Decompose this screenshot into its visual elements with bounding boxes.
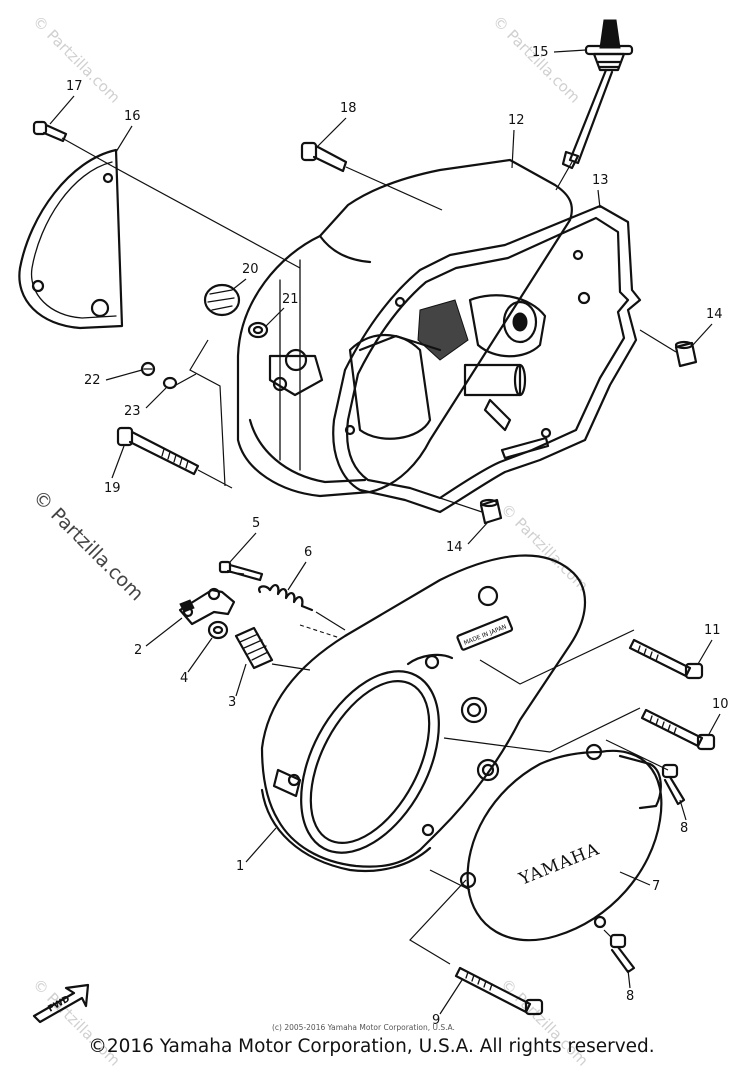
- background-watermarks: © Partzilla.com © Partzilla.com © Partzi…: [29, 12, 592, 1070]
- callout-2: 2: [134, 643, 142, 658]
- callout-7: 7: [652, 879, 660, 894]
- part-22-screw: [140, 361, 156, 377]
- callout-8b: 8: [626, 989, 634, 1004]
- callout-11: 11: [704, 623, 721, 638]
- part-23-washer: [162, 376, 178, 390]
- watermark-side: © Partzilla.com: [28, 486, 147, 605]
- callout-14a: 14: [706, 307, 723, 322]
- callout-6: 6: [304, 545, 312, 560]
- part-20-plug: [203, 283, 241, 317]
- callout-19: 19: [104, 481, 121, 496]
- callout-8a: 8: [680, 821, 688, 836]
- part-11-bolt: [628, 638, 704, 680]
- callout-20: 20: [242, 262, 259, 277]
- watermark-mid-right: © Partzilla.com: [497, 500, 592, 595]
- callout-5: 5: [252, 516, 260, 531]
- callout-1: 1: [236, 859, 244, 874]
- yamaha-brand-label: YAMAHA: [515, 839, 602, 890]
- callout-23: 23: [124, 404, 141, 419]
- part-8-screw-upper: [661, 763, 686, 806]
- callout-12: 12: [508, 113, 525, 128]
- part-4-washer: [207, 620, 229, 640]
- callout-4: 4: [180, 671, 188, 686]
- copyright-notice: ©2016 Yamaha Motor Corporation, U.S.A. A…: [88, 1036, 655, 1057]
- part-17-screw: [32, 120, 68, 143]
- lower-assembly-lines: [227, 571, 669, 965]
- part-18-bolt: [300, 141, 348, 173]
- upper-assembly-lines: [61, 137, 677, 513]
- callout-14b: 14: [446, 540, 463, 555]
- callout-21: 21: [282, 292, 299, 307]
- part-10-bolt: [640, 708, 716, 751]
- callout-22: 22: [84, 373, 101, 388]
- callout-13: 13: [592, 173, 609, 188]
- callout-9: 9: [432, 1013, 440, 1028]
- callout-16: 16: [124, 109, 141, 124]
- callout-10: 10: [712, 697, 729, 712]
- part-2-lever: [178, 587, 236, 626]
- part-16-cover-plate: [18, 148, 124, 330]
- callout-15: 15: [532, 45, 549, 60]
- callout-18: 18: [340, 101, 357, 116]
- part-3-push-lever: [234, 626, 274, 670]
- part-19-bolt: [116, 426, 200, 476]
- part-14-dowel-pin-lower: [479, 498, 503, 525]
- part-6-spring: [258, 584, 314, 612]
- part-1-crankcase-cover: MADE IN JAPAN: [260, 554, 587, 873]
- small-copyright: (c) 2005-2016 Yamaha Motor Corporation, …: [272, 1023, 455, 1032]
- part-5-screw: [218, 560, 264, 582]
- part-14-dowel-pin-upper: [674, 340, 698, 368]
- part-12-crankcase: [236, 158, 573, 498]
- part-13-gasket: [332, 204, 642, 514]
- part-21-collar: [247, 321, 269, 339]
- callout-3: 3: [228, 695, 236, 710]
- callouts: 17 16 18 12 15 13 14 20 21 22 23 19 14 5…: [49, 45, 729, 1028]
- part-9-bolt: [454, 966, 544, 1016]
- part-8-screw-lower: [609, 933, 636, 974]
- callout-17: 17: [66, 79, 83, 94]
